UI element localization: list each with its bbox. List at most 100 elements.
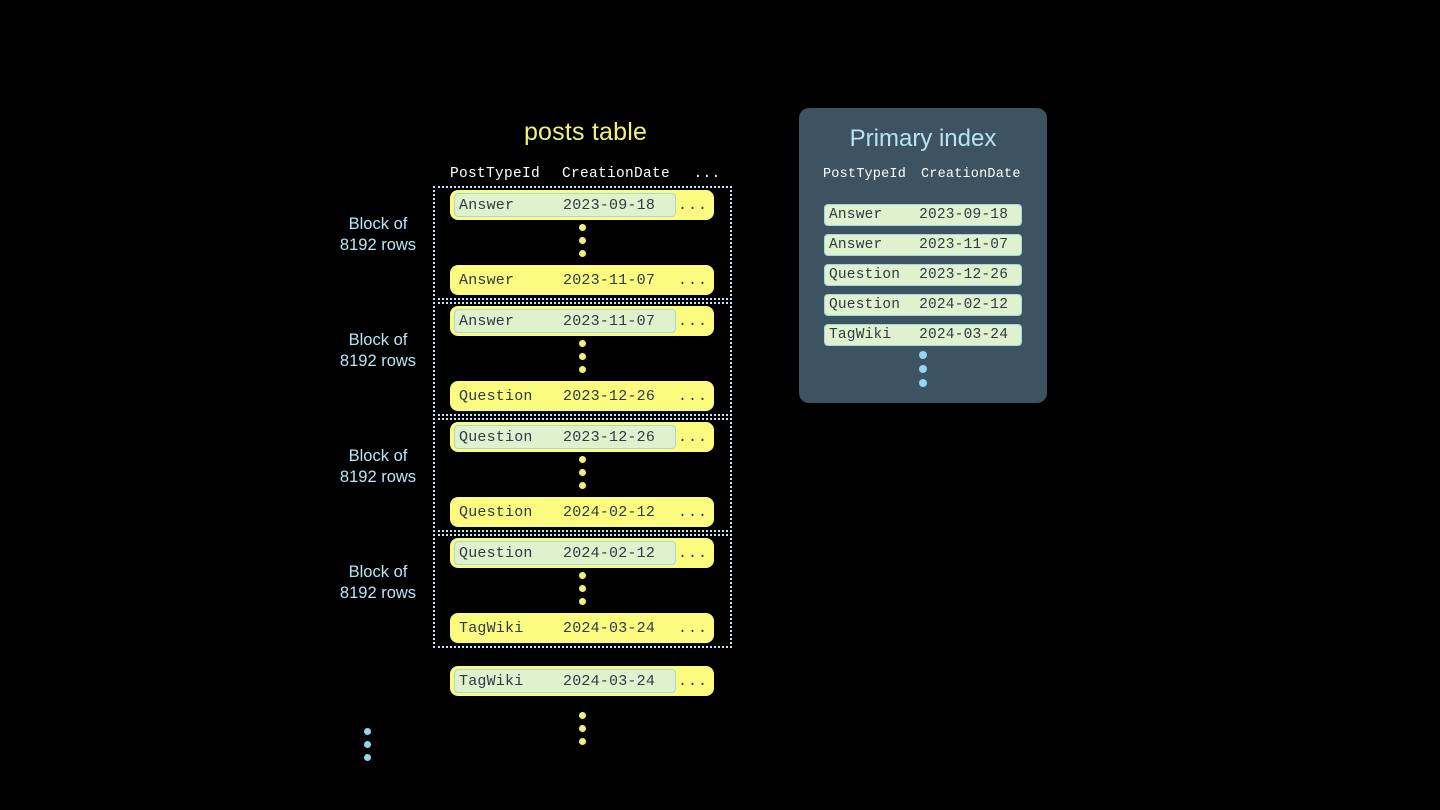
block-boundary-box <box>433 302 732 416</box>
table-row: Question 2023-12-26 ... <box>450 422 714 452</box>
cell-rest-ellipsis: ... <box>677 672 708 690</box>
cell-creationdate: 2023-12-26 <box>563 387 656 405</box>
dot <box>579 585 586 592</box>
dot <box>579 237 586 244</box>
dot <box>579 250 586 257</box>
index-entry-row: Question 2023-12-26 <box>824 264 1022 286</box>
dot <box>579 353 586 360</box>
dot <box>579 482 586 489</box>
block-group: Block of 8192 rows Answer 2023-09-18 ... <box>330 186 740 302</box>
table-row: Answer 2023-11-07 ... <box>450 306 714 336</box>
cell-creationdate: 2023-11-07 <box>563 271 656 289</box>
cell-creationdate: 2024-02-12 <box>563 503 656 521</box>
table-row: Question 2024-02-12 ... <box>450 538 714 568</box>
table-row: Answer 2023-09-18 ... <box>450 190 714 220</box>
block-label-line1: Block of <box>348 563 408 581</box>
block-label-line2: 8192 rows <box>339 352 417 370</box>
column-header-creationdate: CreationDate <box>921 167 1021 182</box>
row-ellipsis-dots <box>435 340 730 373</box>
row-key: Answer 2023-11-07 <box>454 268 676 292</box>
cell-creationdate: 2023-11-07 <box>919 237 1009 253</box>
dot <box>919 379 927 387</box>
index-entry-row: Answer 2023-09-18 <box>824 204 1022 226</box>
block-label-line2: 8192 rows <box>339 584 417 602</box>
cell-rest-ellipsis: ... <box>677 196 708 214</box>
cell-rest-ellipsis: ... <box>677 428 708 446</box>
block-group: Block of 8192 rows Question 2023-12-26 .… <box>330 418 740 534</box>
block-group: Block of 8192 rows Answer 2023-11-07 ... <box>330 302 740 418</box>
dot <box>578 738 586 745</box>
row-key: TagWiki 2024-03-24 <box>454 616 676 640</box>
dot <box>579 340 586 347</box>
dot <box>579 456 586 463</box>
table-row: Question 2024-02-12 ... <box>450 497 714 527</box>
row-ellipsis-dots <box>435 224 730 257</box>
primary-index-panel: Primary index PostTypeId CreationDate An… <box>799 108 1047 403</box>
dot <box>579 598 586 605</box>
dot <box>579 469 586 476</box>
index-entry-row: Question 2024-02-12 <box>824 294 1022 316</box>
dot <box>579 224 586 231</box>
block-boundary-box <box>433 534 732 648</box>
block-boundary-box <box>433 186 732 300</box>
row-key-highlight: Question 2023-12-26 <box>454 425 676 449</box>
cell-rest-ellipsis: ... <box>677 544 708 562</box>
block-label: Block of 8192 rows <box>330 446 426 488</box>
cell-posttypeid: Question <box>829 267 901 283</box>
column-header-posttypeid: PostTypeId <box>823 167 907 182</box>
row-key-highlight: Answer 2023-11-07 <box>454 309 676 333</box>
cell-posttypeid: Question <box>459 387 533 405</box>
cell-posttypeid: Question <box>459 544 533 562</box>
cell-rest-ellipsis: ... <box>677 387 708 405</box>
column-header-posttypeid: PostTypeId <box>450 166 541 182</box>
row-key-highlight: Answer 2023-09-18 <box>454 193 676 217</box>
dot <box>578 712 586 719</box>
cell-rest-ellipsis: ... <box>677 619 708 637</box>
cell-posttypeid: Answer <box>459 196 515 214</box>
row-key-highlight: Question 2024-02-12 <box>454 541 676 565</box>
column-header-creationdate: CreationDate <box>562 166 671 182</box>
table-row: Answer 2023-11-07 ... <box>450 265 714 295</box>
cell-creationdate: 2023-12-26 <box>919 267 1009 283</box>
cell-creationdate: 2023-09-18 <box>563 196 656 214</box>
block-label-line2: 8192 rows <box>339 468 417 486</box>
cell-posttypeid: Question <box>459 428 533 446</box>
row-ellipsis-dots <box>435 572 730 605</box>
dot <box>364 741 371 748</box>
block-label-line2: 8192 rows <box>339 236 417 254</box>
cell-posttypeid: Question <box>459 503 533 521</box>
block-label: Block of 8192 rows <box>330 562 426 604</box>
dot <box>364 754 371 761</box>
table-row: TagWiki 2024-03-24 ... <box>450 613 714 643</box>
cell-creationdate: 2023-09-18 <box>919 207 1009 223</box>
block-label-line1: Block of <box>348 447 408 465</box>
row-key: Question 2024-02-12 <box>454 500 676 524</box>
dot <box>919 351 927 359</box>
cell-rest-ellipsis: ... <box>677 312 708 330</box>
cell-creationdate: 2024-02-12 <box>919 297 1009 313</box>
row-key: Question 2023-12-26 <box>454 384 676 408</box>
block-boundary-box <box>433 418 732 532</box>
dot <box>579 572 586 579</box>
cell-rest-ellipsis: ... <box>677 271 708 289</box>
table-row: Question 2023-12-26 ... <box>450 381 714 411</box>
cell-creationdate: 2024-02-12 <box>563 544 656 562</box>
index-entry-row: Answer 2023-11-07 <box>824 234 1022 256</box>
block-continuation-dots <box>364 728 371 761</box>
cell-creationdate: 2024-03-24 <box>563 672 656 690</box>
cell-posttypeid: Answer <box>829 237 883 253</box>
primary-index-column-headers: PostTypeId CreationDate <box>823 167 1029 182</box>
posts-table-column-headers: PostTypeId CreationDate ... <box>450 166 735 182</box>
posts-table-title: posts table <box>523 118 648 146</box>
block-label: Block of 8192 rows <box>330 214 426 256</box>
dot <box>579 366 586 373</box>
index-entry-row: TagWiki 2024-03-24 <box>824 324 1022 346</box>
cell-posttypeid: Answer <box>459 271 515 289</box>
table-row: TagWiki 2024-03-24 ... <box>450 666 714 696</box>
table-continuation-dots <box>450 712 714 745</box>
cell-posttypeid: Question <box>829 297 901 313</box>
posts-table-section: posts table PostTypeId CreationDate ... … <box>330 118 740 761</box>
cell-creationdate: 2023-12-26 <box>563 428 656 446</box>
dot <box>364 728 371 735</box>
